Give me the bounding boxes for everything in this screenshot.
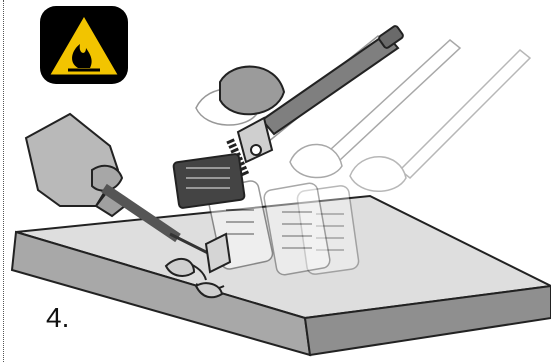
fire-hazard-icon <box>38 4 130 86</box>
step-number-label: 4. <box>46 304 69 332</box>
